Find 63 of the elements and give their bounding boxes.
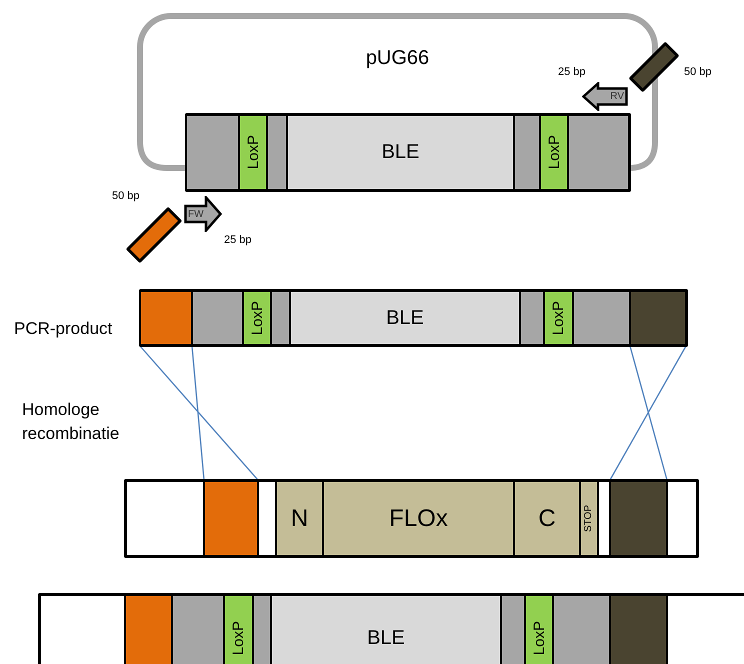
segment-label: LoxP xyxy=(551,300,566,336)
dna-segment xyxy=(203,480,259,557)
dna-segment xyxy=(252,594,272,664)
dna-segment xyxy=(238,114,268,191)
dna-construct-bar xyxy=(124,479,699,558)
dna-segment xyxy=(270,290,291,346)
dna-segment xyxy=(139,290,193,346)
length-label: 25 bp xyxy=(558,66,586,78)
dna-segment xyxy=(524,594,554,664)
primer-name: FW xyxy=(188,208,204,220)
dna-construct-bar xyxy=(139,289,688,347)
dna-segment xyxy=(513,114,541,191)
segment-label: FLOx xyxy=(389,504,448,532)
dna-segment xyxy=(500,594,526,664)
segment-label: BLE xyxy=(382,141,420,164)
dna-segment xyxy=(552,594,611,664)
dna-construct-bar xyxy=(185,113,631,192)
dna-segment xyxy=(609,594,668,664)
primer-name: RV xyxy=(610,91,624,102)
dna-segment xyxy=(322,480,515,557)
dna-segment xyxy=(266,114,288,191)
segment-label: BLE xyxy=(386,306,424,330)
segment-label: LoxP xyxy=(246,135,260,170)
dna-segment xyxy=(519,290,545,346)
dna-segment xyxy=(286,114,515,191)
dna-segment xyxy=(609,480,668,557)
dna-segment xyxy=(185,114,240,191)
dna-segment xyxy=(567,114,630,191)
primer-block xyxy=(184,196,222,232)
segment-label: LoxP xyxy=(231,620,246,656)
dna-segment xyxy=(242,290,272,346)
dna-construct-bar xyxy=(38,593,744,664)
dna-segment xyxy=(275,480,324,557)
length-label: 50 bp xyxy=(684,66,712,78)
segment-label: C xyxy=(538,504,556,532)
dna-segment xyxy=(513,480,581,557)
dna-segment xyxy=(223,594,254,664)
segment-label: BLE xyxy=(367,626,405,650)
homology-line xyxy=(629,346,668,480)
dna-segment xyxy=(270,594,502,664)
plasmid-name: pUG66 xyxy=(366,47,430,70)
segment-label: N xyxy=(290,504,308,532)
homology-line xyxy=(609,346,687,480)
dna-segment xyxy=(124,594,173,664)
length-label: 25 bp xyxy=(224,234,252,246)
row-label: PCR-product xyxy=(14,318,114,340)
segment-label: LoxP xyxy=(546,135,562,170)
segment-label: LoxP xyxy=(532,620,546,656)
length-label: 50 bp xyxy=(112,190,140,202)
dna-segment xyxy=(171,594,225,664)
dna-segment xyxy=(629,290,687,346)
dna-segment xyxy=(572,290,631,346)
segment-label: STOP xyxy=(584,504,594,532)
row-label: Homologe recombinatie xyxy=(22,399,120,445)
dna-segment xyxy=(289,290,521,346)
homology-line xyxy=(140,346,258,480)
segment-label: LoxP xyxy=(250,300,264,336)
dna-segment xyxy=(191,290,244,346)
dna-segment xyxy=(543,290,574,346)
homology-line xyxy=(191,346,205,480)
primer-block xyxy=(582,82,628,111)
dna-segment xyxy=(579,480,599,557)
dna-segment xyxy=(539,114,569,191)
